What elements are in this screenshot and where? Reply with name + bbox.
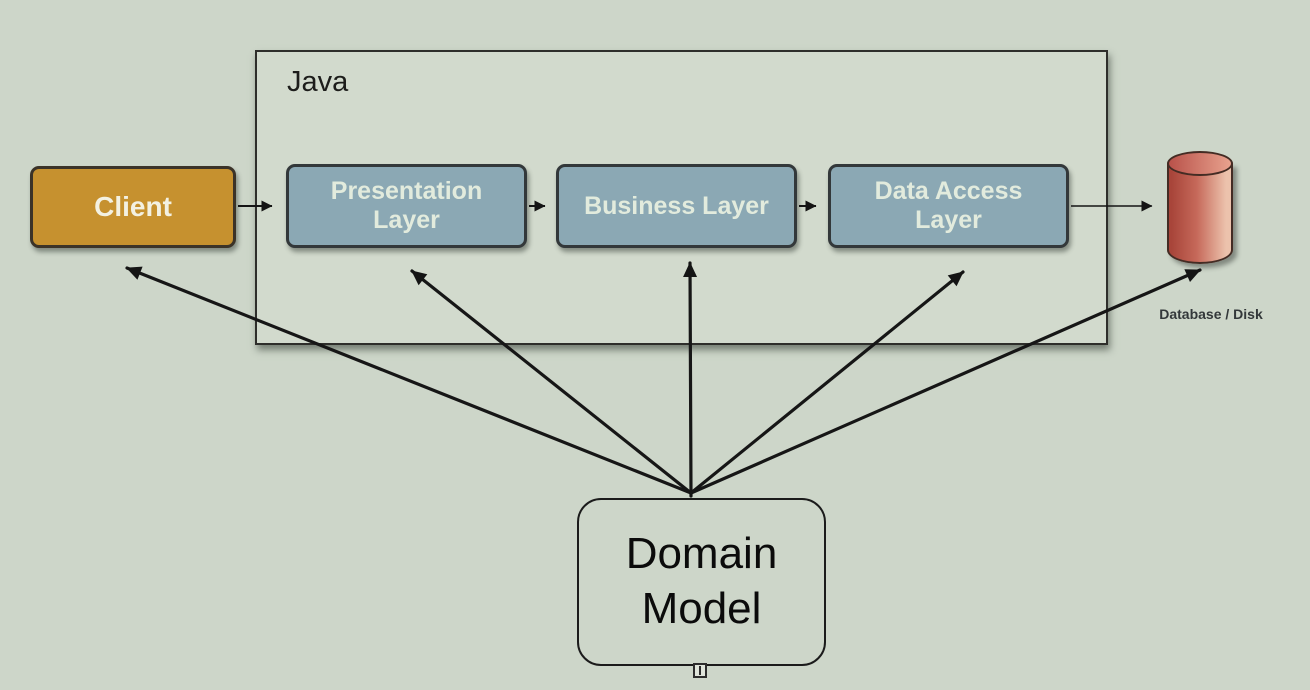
node-client-label: Client: [94, 191, 172, 222]
node-data-access-layer: Data Access Layer: [828, 164, 1069, 248]
anchor-glyph: [693, 663, 707, 678]
node-data-access-layer-label: Data Access Layer: [874, 177, 1023, 234]
node-presentation-layer-label: Presentation Layer: [330, 177, 483, 234]
database-label: Database / Disk: [1159, 306, 1263, 322]
node-business-layer-label: Business Layer: [584, 191, 769, 220]
database-icon: [1167, 151, 1233, 264]
node-client: Client: [30, 166, 236, 248]
node-domain-model-label: Domain Model: [625, 529, 778, 633]
database-cylinder-top: [1167, 151, 1233, 176]
node-business-layer: Business Layer: [556, 164, 797, 248]
java-container-label: Java: [287, 66, 349, 98]
node-domain-model: Domain Model: [577, 498, 826, 666]
database-cylinder-body: [1167, 163, 1233, 264]
node-presentation-layer: Presentation Layer: [286, 164, 527, 248]
